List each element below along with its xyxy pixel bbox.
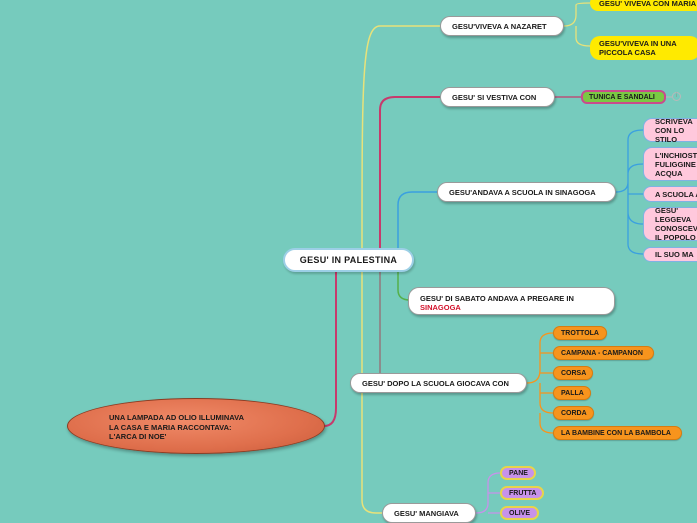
subtopic-piccola-casa[interactable]: GESU'VIVEVA IN UNA PICCOLA CASA bbox=[590, 36, 697, 60]
sabato-label: GESU' DI SABATO ANDAVA A PREGARE IN bbox=[420, 294, 574, 303]
subtopic-a-scuola[interactable]: A SCUOLA A bbox=[643, 186, 697, 202]
subtopic-tunica-sandali[interactable]: TUNICA E SANDALI bbox=[581, 90, 666, 104]
topic-gioco[interactable]: GESU' DOPO LA SCUOLA GIOCAVA CON bbox=[350, 373, 527, 393]
link-scuola bbox=[397, 191, 437, 252]
subtopic-campana[interactable]: CAMPANA - CAMPANON bbox=[553, 346, 654, 360]
link-vestiva bbox=[379, 96, 440, 248]
topic-nazaret[interactable]: GESU'VIVEVA A NAZARET bbox=[440, 16, 564, 36]
subtopic-leggeva[interactable]: GESU' LEGGEVA CONOSCEVA IL POPOLO bbox=[643, 206, 697, 242]
subtopic-pane[interactable]: PANE bbox=[500, 466, 536, 480]
lamp-topic[interactable]: UNA LAMPADA AD OLIO ILLUMINAVA LA CASA E… bbox=[67, 398, 325, 454]
link-nazaret-children bbox=[563, 2, 591, 47]
subtopic-corda[interactable]: CORDA bbox=[553, 406, 594, 420]
topic-sabato[interactable]: GESU' DI SABATO ANDAVA A PREGARE IN SINA… bbox=[408, 287, 615, 315]
link-gioco-children bbox=[526, 332, 554, 434]
subtopic-olive[interactable]: OLIVE bbox=[500, 506, 539, 520]
link-scuola-children bbox=[615, 129, 644, 255]
topic-scuola[interactable]: GESU'ANDAVA A SCUOLA IN SINAGOGA bbox=[437, 182, 616, 202]
info-icon[interactable]: i bbox=[672, 92, 681, 101]
subtopic-il-suo-ma[interactable]: IL SUO MA bbox=[643, 247, 697, 262]
link-mangiava bbox=[361, 270, 382, 514]
subtopic-stilo[interactable]: SCRIVEVA CON LO STILO bbox=[643, 117, 697, 144]
subtopic-bambola[interactable]: LA BAMBINE CON LA BAMBOLA bbox=[553, 426, 682, 440]
link-nazaret bbox=[361, 25, 440, 253]
subtopic-trottola[interactable]: TROTTOLA bbox=[553, 326, 607, 340]
topic-mangiava[interactable]: GESU' MANGIAVA bbox=[382, 503, 476, 523]
subtopic-frutta[interactable]: FRUTTA bbox=[500, 486, 544, 500]
central-topic[interactable]: GESU' IN PALESTINA bbox=[283, 248, 414, 272]
subtopic-inchiostro[interactable]: L'INCHIOSTRO FULIGGINE E ACQUA bbox=[643, 147, 697, 181]
link-lamp bbox=[323, 268, 337, 427]
topic-vestiva[interactable]: GESU' SI VESTIVA CON bbox=[440, 87, 555, 107]
subtopic-palla[interactable]: PALLA bbox=[553, 386, 591, 400]
subtopic-corsa[interactable]: CORSA bbox=[553, 366, 593, 380]
link-sabato bbox=[397, 270, 411, 301]
subtopic-viveva-con-maria[interactable]: GESU' VIVEVA CON MARIA bbox=[590, 0, 697, 11]
sabato-highlight: SINAGOGA bbox=[420, 303, 461, 312]
link-mangiava-children bbox=[475, 472, 501, 514]
